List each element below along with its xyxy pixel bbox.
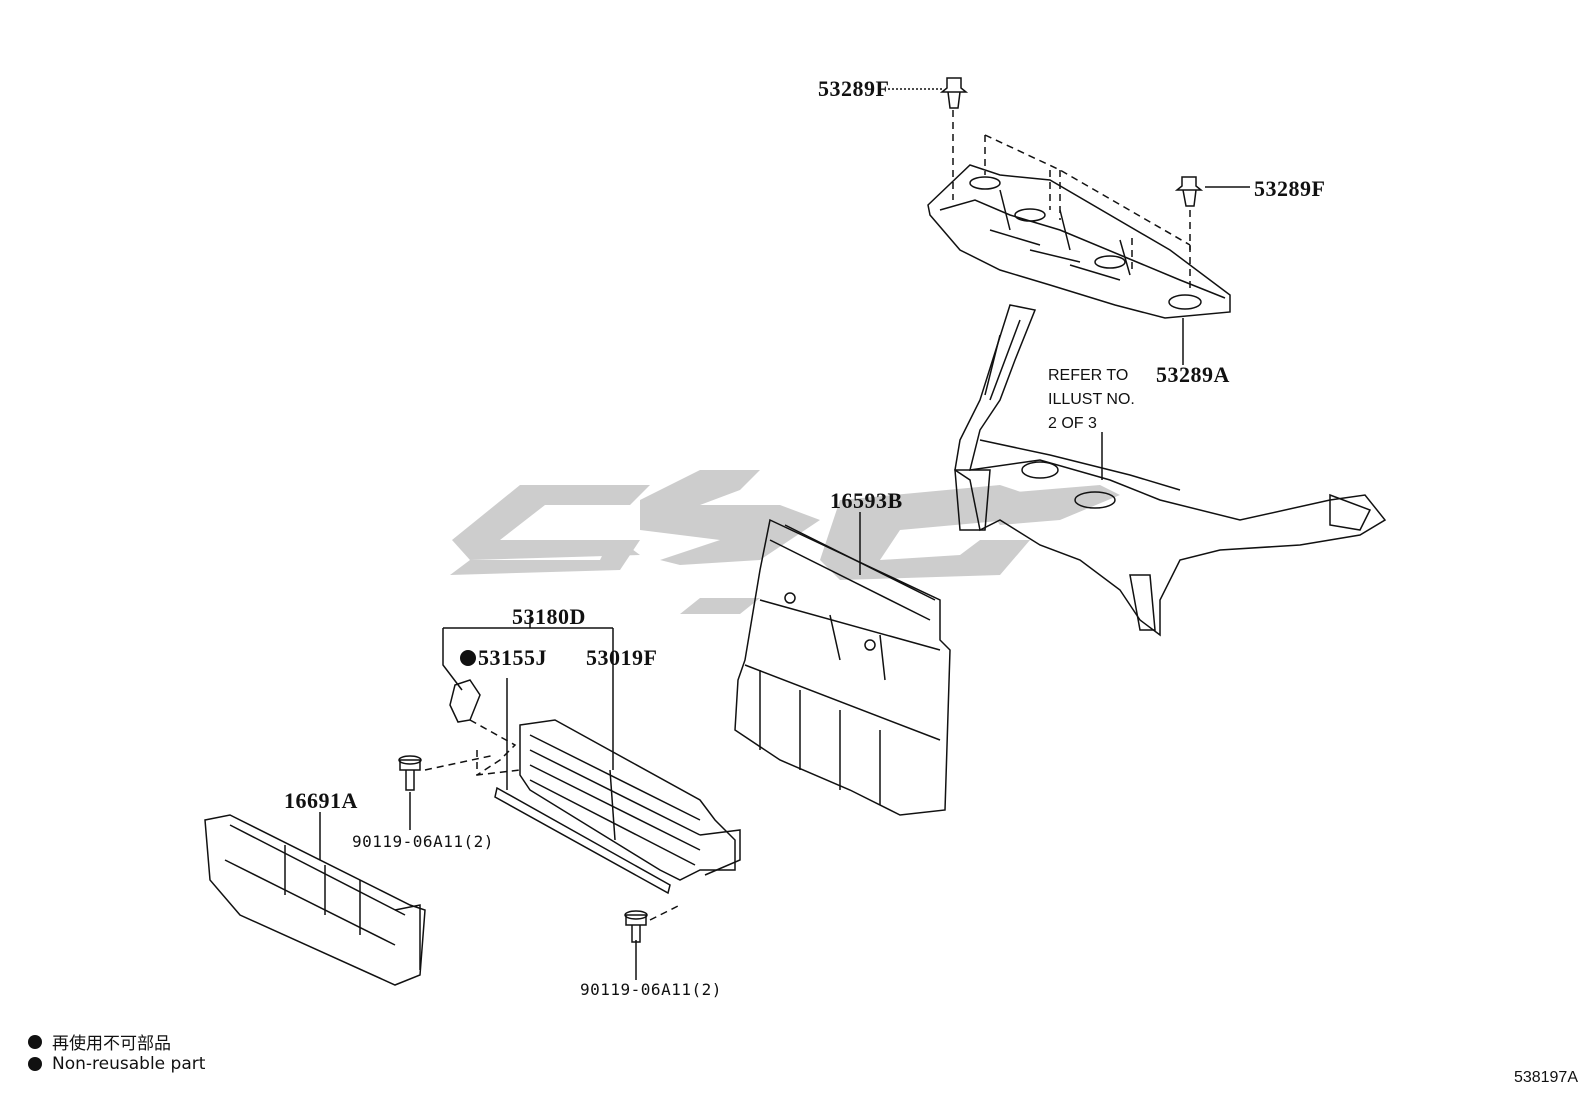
label-16691A: 16691A	[284, 788, 358, 813]
label-53019F: 53019F	[586, 645, 658, 670]
legend-en-text: Non-reusable part	[52, 1054, 206, 1074]
bracket-53155J	[449, 679, 481, 723]
label-90119-left: 90119-06A11(2)	[352, 832, 494, 851]
part-drawings	[204, 77, 1387, 986]
legend-jp-text: 再使用不可部品	[52, 1034, 171, 1054]
label-90119-bottom: 90119-06A11(2)	[580, 980, 722, 999]
lower-duct-16691A	[204, 814, 426, 986]
clip-53289F-top	[939, 77, 969, 109]
label-53155J-text: 53155J	[478, 645, 547, 670]
bolt-90119-left	[398, 755, 422, 791]
legend-jp: 再使用不可部品	[28, 1029, 171, 1054]
bolt-90119-bottom	[624, 910, 648, 943]
refer-note-line2: ILLUST NO.	[1048, 391, 1135, 408]
radiator-support-cover-53289A	[927, 164, 1231, 319]
legend-dot-icon	[28, 1057, 42, 1071]
label-53289A: 53289A	[1156, 362, 1230, 387]
clip-53289F-right	[1174, 176, 1204, 207]
label-16593B: 16593B	[830, 488, 903, 513]
shutter-grille-53019F	[519, 719, 741, 881]
radiator-shroud-16593B	[734, 518, 951, 816]
legend-dot-icon	[28, 1034, 42, 1049]
label-53155J: 53155J	[460, 645, 547, 671]
refer-note-line1: REFER TO	[1048, 367, 1129, 384]
legend-en: Non-reusable part	[28, 1054, 205, 1074]
label-53180D: 53180D	[512, 604, 586, 629]
label-53289F-right: 53289F	[1254, 176, 1326, 201]
watermark-logo	[450, 470, 1120, 614]
illustration-code: 538197A	[1513, 1069, 1578, 1086]
radiator-support-upper	[954, 304, 1387, 637]
refer-note-line3: 2 OF 3	[1048, 415, 1097, 432]
label-53289F-top: 53289F	[818, 76, 890, 101]
non-reusable-marker	[460, 650, 476, 666]
refer-note: REFER TO ILLUST NO. 2 OF 3	[1048, 364, 1135, 436]
